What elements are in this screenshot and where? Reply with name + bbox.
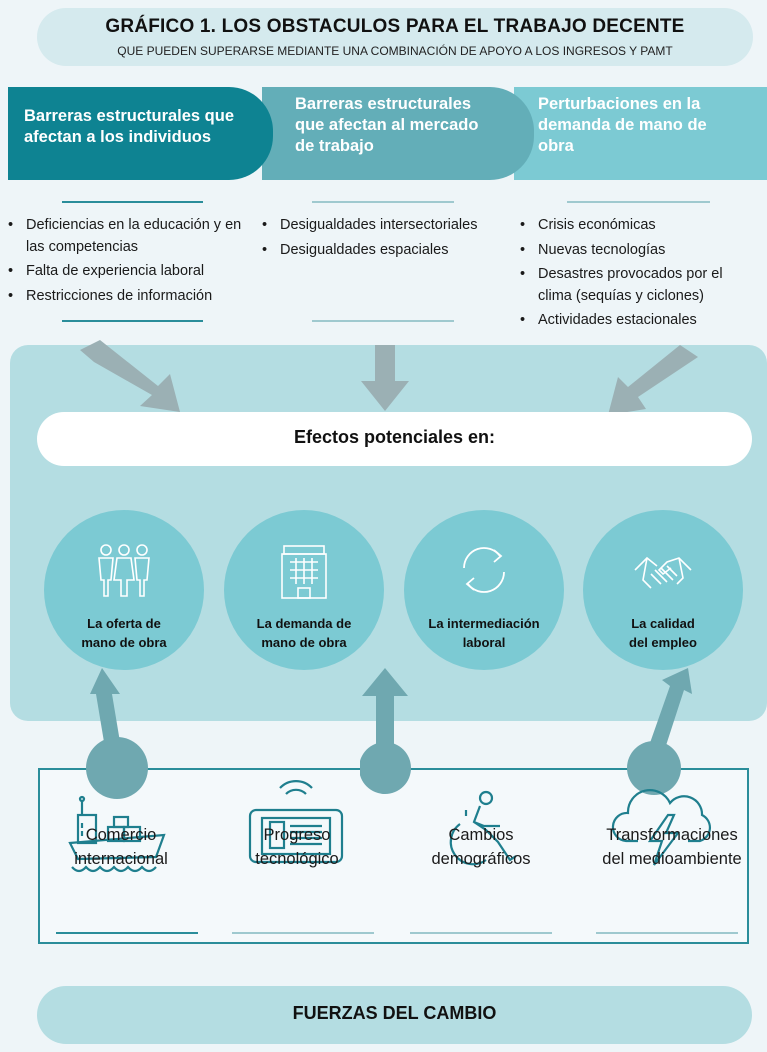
handshake-icon	[634, 556, 692, 589]
divider	[596, 932, 738, 934]
wheelchair-icon	[449, 790, 517, 866]
barrier-category-labor-market: Barreras estructurales que afectan al me…	[262, 87, 534, 180]
arrow-down-icon	[361, 345, 409, 411]
barrier-category-individuals: Barreras estructurales que afectan a los…	[8, 87, 273, 180]
forces-title: FUERZAS DEL CAMBIO	[292, 1003, 497, 1023]
barrier-heading: Barreras estructurales que afectan al me…	[295, 95, 479, 155]
tablet-icon	[248, 780, 344, 864]
building-icon	[281, 545, 327, 599]
barrier-list-labor-market: Desigualdades intersectoriales Desiguald…	[262, 215, 507, 264]
effects-banner: Efectos potenciales en:	[37, 412, 752, 466]
divider	[62, 201, 203, 203]
divider	[56, 932, 198, 934]
connector-arrow-icon	[627, 668, 692, 795]
barrier-category-demand-shocks: Perturbaciones en la demanda de mano de …	[514, 87, 767, 180]
cycle-arrows-icon	[463, 547, 505, 593]
list-item: Deficiencias en la educación y en las co…	[8, 215, 248, 258]
arrow-down-right-icon	[80, 340, 180, 412]
barrier-heading: Barreras estructurales que afectan a los…	[24, 107, 235, 146]
list-item: Desigualdades espaciales	[262, 240, 507, 262]
list-item: Falta de experiencia laboral	[8, 261, 248, 283]
divider	[312, 320, 454, 322]
barrier-heading: Perturbaciones en la demanda de mano de …	[538, 95, 707, 155]
title-banner: GRÁFICO 1. LOS OBSTACULOS PARA EL TRABAJ…	[37, 8, 753, 66]
storm-cloud-icon	[611, 789, 712, 866]
connector-arrow-icon	[360, 668, 411, 794]
list-item: Actividades estacionales	[520, 310, 760, 332]
list-item: Restricciones de información	[8, 286, 248, 308]
forces-banner: FUERZAS DEL CAMBIO	[37, 986, 752, 1044]
people-icon	[98, 544, 150, 597]
divider	[567, 201, 710, 203]
list-item: Crisis económicas	[520, 215, 760, 237]
divider	[232, 932, 374, 934]
barrier-list-individuals: Deficiencias en la educación y en las co…	[8, 215, 248, 310]
divider	[62, 320, 203, 322]
divider	[410, 932, 552, 934]
list-item: Desigualdades intersectoriales	[262, 215, 507, 237]
arrow-down-left-icon	[608, 345, 698, 415]
list-item: Desastres provocados por el clima (sequí…	[520, 264, 760, 307]
barrier-list-demand-shocks: Crisis económicas Nuevas tecnologías Des…	[520, 215, 760, 335]
connector-arrow-icon	[86, 668, 148, 799]
ship-icon	[68, 795, 166, 873]
page-subtitle: QUE PUEDEN SUPERARSE MEDIANTE UNA COMBIN…	[117, 44, 673, 58]
divider	[312, 201, 454, 203]
page-title: GRÁFICO 1. LOS OBSTACULOS PARA EL TRABAJ…	[105, 16, 685, 37]
list-item: Nuevas tecnologías	[520, 240, 760, 262]
effects-title: Efectos potenciales en:	[293, 427, 496, 447]
